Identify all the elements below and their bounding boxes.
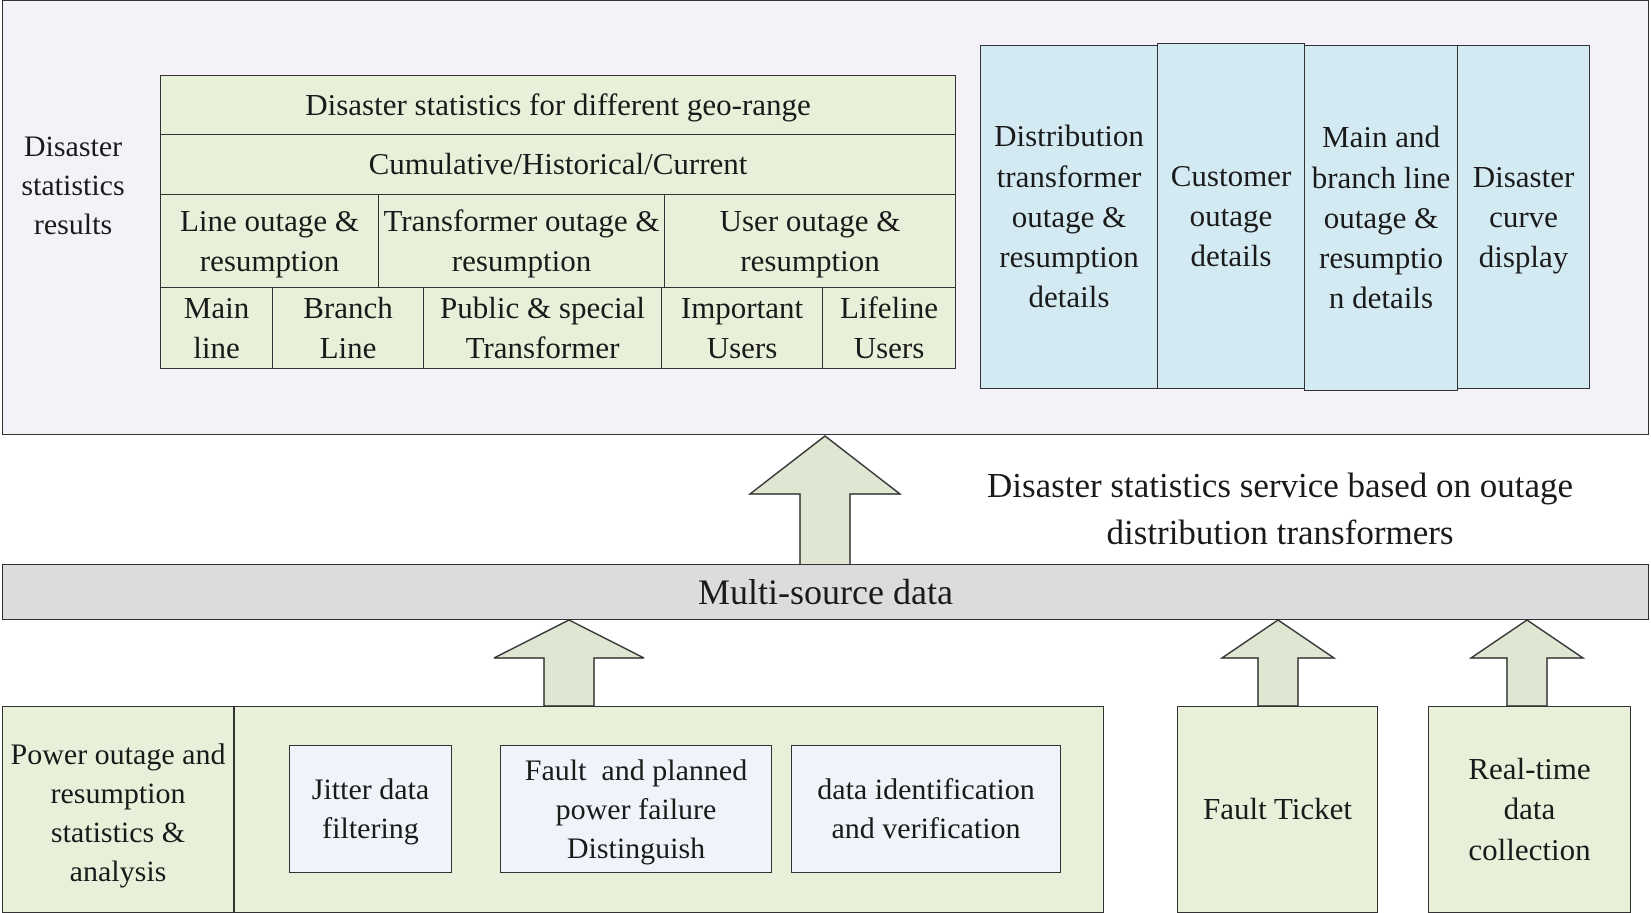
results-panel-label: Disaster statistics results [21,129,125,241]
customer-details-box: Customer outage details [1157,43,1305,389]
important-users-cell: Important Users [661,287,823,369]
data-verification-box: data identification and verification [791,745,1061,873]
jitter-filter-box: Jitter data filtering [289,745,452,873]
analysis-label: Power outage and resumption statistics &… [10,738,226,888]
line-details-box: Main and branch line outage & resumptio … [1304,45,1458,391]
branch-line-cell: Branch Line [272,287,424,369]
fault-ticket-box: Fault Ticket [1177,706,1378,913]
analysis-up-arrow-icon [493,619,645,707]
transformer-details-box: Distribution transformer outage & resump… [980,45,1158,389]
multi-source-bar: Multi-source data [2,564,1649,620]
transformer-outage-group: Transformer outage & resumption [378,194,665,288]
curve-display-box: Disaster curve display [1457,45,1590,389]
realtime-up-arrow-icon [1468,619,1586,707]
line-outage-group: Line outage & resumption [160,194,379,288]
statistics-table: Disaster statistics for different geo-ra… [160,75,956,369]
main-line-cell: Main line [160,287,273,369]
lifeline-users-cell: Lifeline Users [822,287,956,369]
geo-range-row: Disaster statistics for different geo-ra… [160,75,956,135]
realtime-collection-box: Real-time data collection [1428,706,1631,913]
time-scope-row: Cumulative/Historical/Current [160,134,956,195]
analysis-divider [233,706,235,913]
public-special-transformer-cell: Public & special Transformer [423,287,662,369]
service-up-arrow-icon [747,435,903,566]
fault-ticket-up-arrow-icon [1219,619,1337,707]
user-outage-group: User outage & resumption [664,194,956,288]
service-label: Disaster statistics service based on out… [986,466,1574,553]
fault-distinguish-box: Fault and planned power failure Distingu… [500,745,772,873]
